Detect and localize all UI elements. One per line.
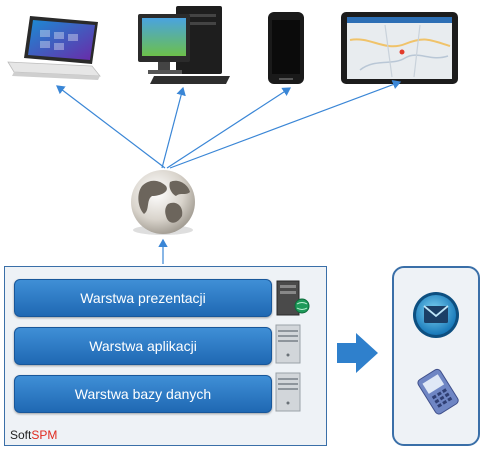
brand-part1: Soft [10,428,32,442]
layer-application: Warstwa aplikacji [14,327,272,365]
desktop-computer-icon [138,6,230,84]
brand-part2: SPM [31,428,58,442]
layer-presentation: Warstwa prezentacji [14,279,272,317]
tablet-map-icon [341,12,458,84]
connection-arrows [56,80,402,264]
softspm-brand: SoftSPM [10,428,57,442]
laptop-tablet-icon [7,16,101,80]
arrow-to-tablet [169,80,402,169]
flow-arrow [337,333,378,373]
layer-database: Warstwa bazy danych [14,375,272,413]
globe-icon [131,170,195,235]
arrow-to-desktop [161,86,186,169]
notification-channels-box [392,266,480,446]
layer-presentation-label: Warstwa prezentacji [80,290,206,306]
arrow-to-laptop [56,85,166,169]
arrow-to-phone [166,87,292,169]
layer-application-label: Warstwa aplikacji [89,338,197,354]
smartphone-icon [268,12,304,84]
layer-database-label: Warstwa bazy danych [74,386,212,402]
